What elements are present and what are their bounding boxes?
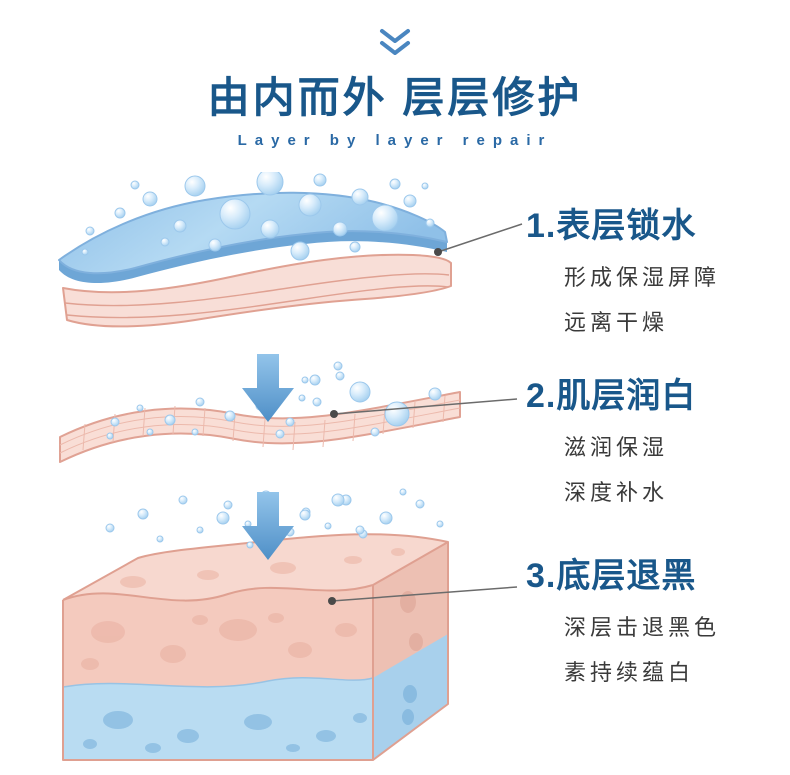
page-subtitle: Layer by layer repair [237,132,553,149]
step-3-description-line: 深层击退黑色 [564,615,721,640]
step-2-description-line: 深度补水 [564,480,669,505]
step-2-number: 2. [526,377,557,415]
step-3-description-line: 素持续蕴白 [564,660,695,685]
step-1: 1.表层锁水 形成保湿屏障 远离干燥 [526,198,788,337]
step-1-heading: 1.表层锁水 [526,198,788,247]
pink-tissue-blobs [81,613,357,670]
surface-layer-illustration [58,172,452,328]
step-3-number: 3. [526,557,557,595]
page-title: 由内而外 层层修护 [207,74,583,121]
pink-under-layer [62,253,452,328]
step-3-title: 底层退黑 [556,557,697,595]
step-1-number: 1. [526,207,557,245]
step-3-heading: 3.底层退黑 [526,548,788,597]
step-1-description-line: 形成保湿屏障 [564,265,721,290]
step-3: 3.底层退黑 深层击退黑色 素持续蕴白 [526,548,788,687]
step-2-heading: 2.肌层润白 [526,368,788,417]
step-1-title: 表层锁水 [556,207,697,245]
top-face-blobs [120,548,405,588]
water-bubbles [81,172,435,261]
step-2-title: 肌层润白 [556,377,697,415]
step-2-description-line: 滋润保湿 [564,435,669,460]
skin-block [62,533,449,761]
mesh-layer-illustration [59,371,461,463]
step-2: 2.肌层润白 滋润保湿 深度补水 [526,368,788,507]
blue-tissue-blobs [83,685,417,753]
double-chevron-down-icon [380,29,410,55]
skin-block-illustration [62,488,449,761]
step-1-description-line: 远离干燥 [564,310,669,335]
